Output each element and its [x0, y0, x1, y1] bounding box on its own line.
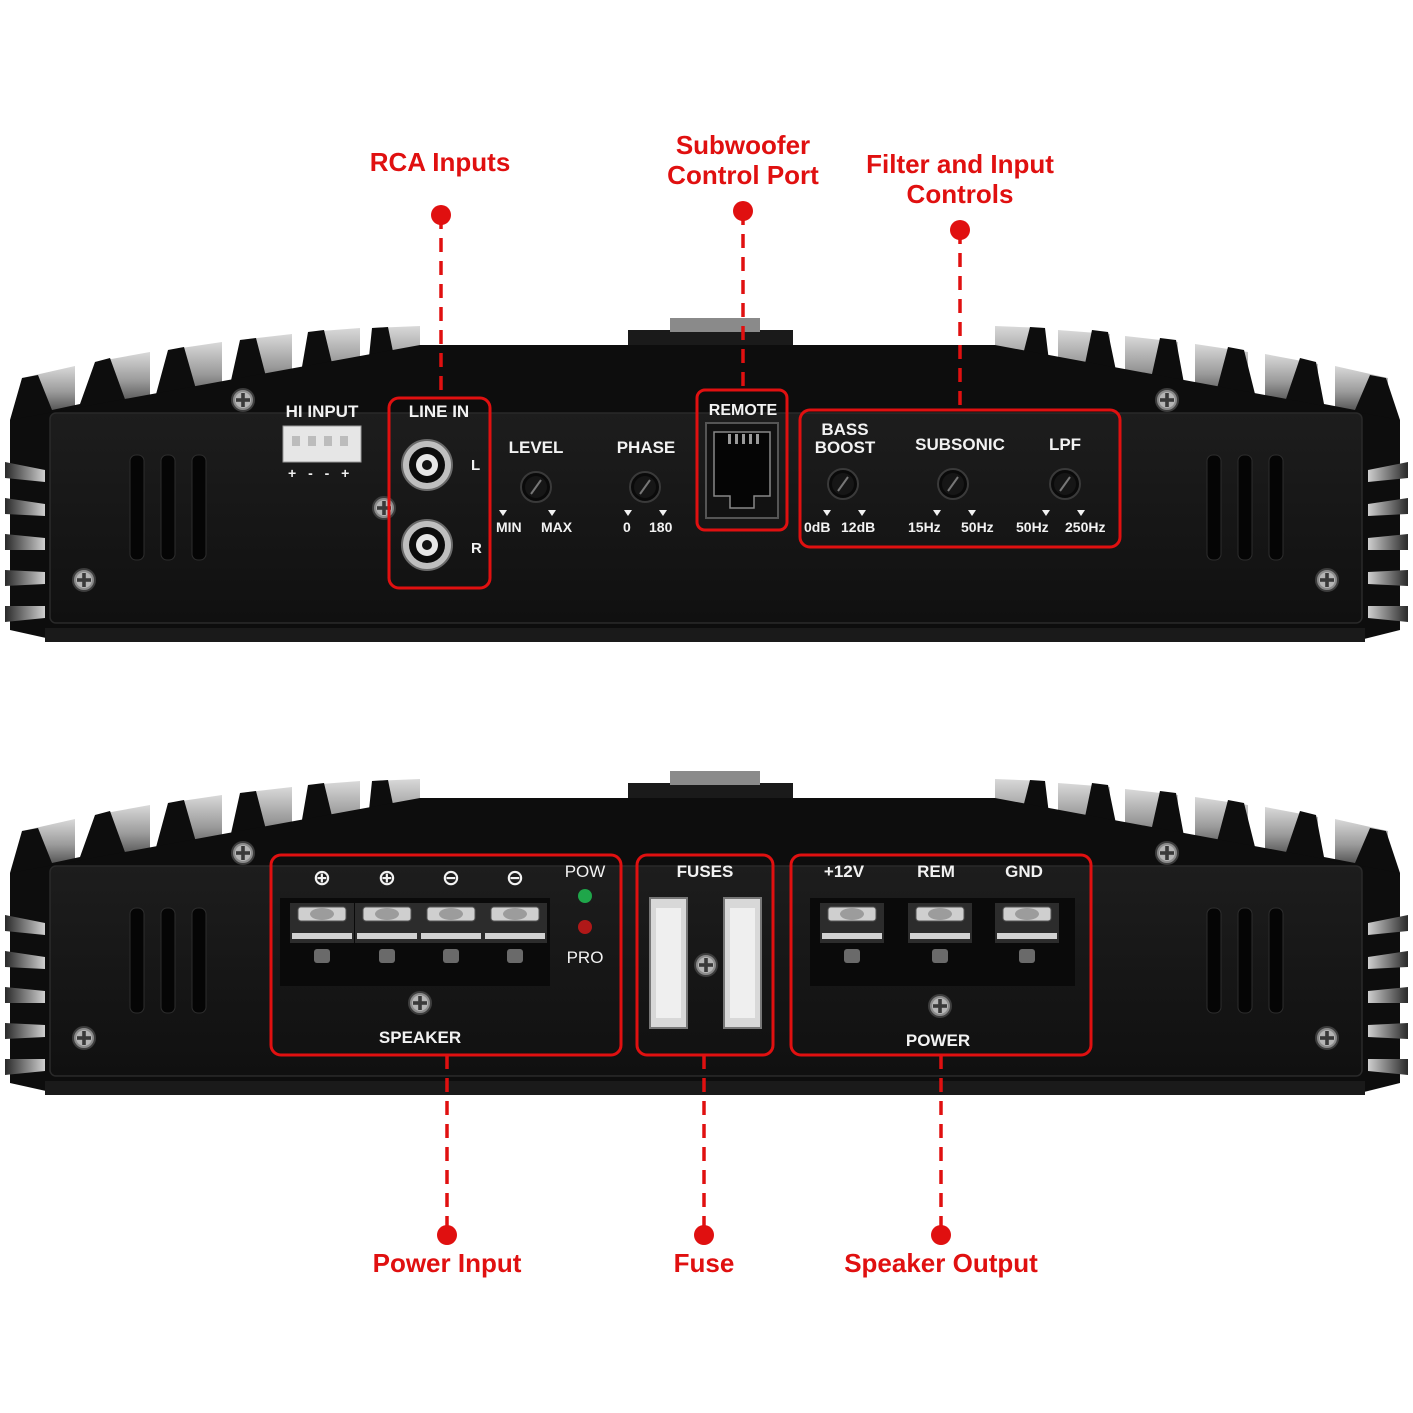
level-min-label: MIN: [496, 519, 522, 535]
rem-label: REM: [917, 862, 955, 881]
bass-boost-label: BASS BOOST: [814, 420, 876, 457]
remote-highlight-box: [695, 388, 789, 532]
lpf-max-label: 250Hz: [1065, 519, 1106, 535]
callout-rca-inputs: RCA Inputs: [369, 147, 511, 177]
level-max-label: MAX: [541, 519, 573, 535]
lpf-label: LPF: [1048, 435, 1082, 454]
pow-label: POW: [564, 862, 606, 881]
gnd-label: GND: [1005, 862, 1043, 881]
top-amplifier: [5, 318, 1408, 642]
callout-leader-lines: [439, 211, 962, 1235]
callout-fuse: Fuse: [673, 1248, 735, 1278]
power-label: POWER: [905, 1031, 971, 1050]
phase-max-label: 180: [649, 519, 673, 535]
callout-dots: [431, 201, 970, 1245]
subsonic-min-label: 15Hz: [908, 519, 941, 535]
speaker-terminal-positive-1: ⊕: [312, 865, 332, 890]
lpf-min-label: 50Hz: [1016, 519, 1049, 535]
fuses-label: FUSES: [676, 862, 734, 881]
callout-power-input: Power Input: [372, 1248, 522, 1278]
phase-label: PHASE: [616, 438, 676, 457]
hi-input-label: HI INPUT: [285, 402, 359, 421]
phase-min-label: 0: [623, 519, 631, 535]
speaker-label: SPEAKER: [378, 1028, 462, 1047]
callout-speaker-output: Speaker Output: [844, 1248, 1038, 1278]
remote-label: REMOTE: [708, 402, 778, 419]
bass-boost-min-label: 0dB: [804, 519, 831, 535]
callout-subwoofer-control-port: Subwoofer Control Port: [667, 130, 819, 190]
line-in-highlight-box: [387, 396, 492, 590]
line-in-left-label: L: [471, 457, 481, 474]
level-label: LEVEL: [508, 438, 564, 457]
hi-input-pins-label: + - - +: [288, 465, 354, 481]
line-in-label: LINE IN: [408, 402, 470, 421]
bass-boost-max-label: 12dB: [841, 519, 876, 535]
speaker-terminal-negative-2: ⊖: [505, 865, 525, 890]
subsonic-max-label: 50Hz: [961, 519, 994, 535]
pro-led: [578, 920, 592, 934]
plus12v-label: +12V: [823, 862, 865, 881]
speaker-terminal-positive-2: ⊕: [377, 865, 397, 890]
filter-highlight-box: [798, 408, 1122, 549]
pro-label: PRO: [566, 948, 604, 967]
callout-filter-input-controls: Filter and Input Controls: [866, 149, 1054, 209]
subsonic-label: SUBSONIC: [915, 435, 1005, 454]
speaker-terminal-negative-1: ⊖: [441, 865, 461, 890]
pow-led: [578, 889, 592, 903]
line-in-right-label: R: [471, 540, 482, 557]
bottom-amplifier: [5, 771, 1408, 1095]
